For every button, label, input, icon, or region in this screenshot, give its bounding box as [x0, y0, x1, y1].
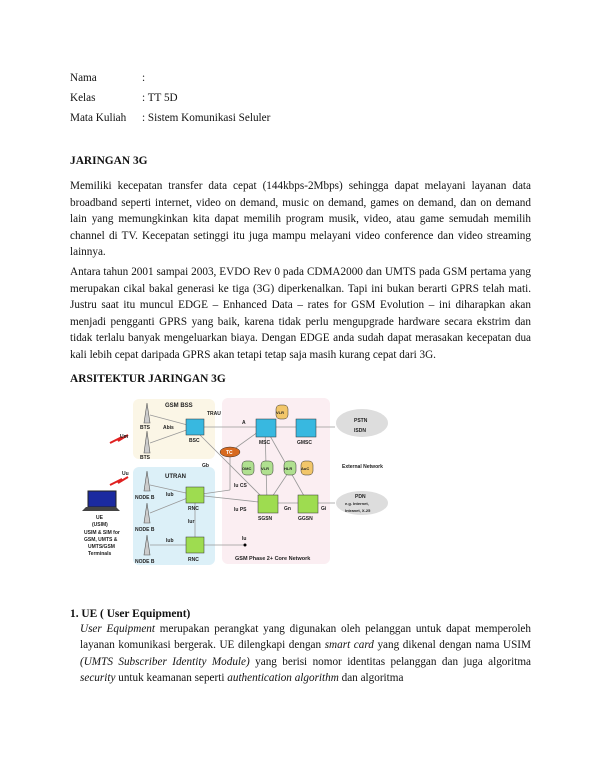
architecture-diagram: GSM BSS UTRAN GSM Phase 2+ Core Network … — [82, 397, 388, 565]
svg-text:Gn: Gn — [284, 506, 291, 512]
svg-text:Iub: Iub — [166, 538, 174, 544]
text-run: untuk keamanan seperti — [115, 672, 228, 685]
italic-term: User Equipment — [80, 622, 155, 635]
svg-text:GSM BSS: GSM BSS — [165, 403, 193, 409]
svg-text:ISDN: ISDN — [354, 428, 366, 434]
svg-text:SGSN: SGSN — [258, 516, 273, 522]
pdn-cloud — [336, 490, 388, 515]
italic-term: smart card — [324, 639, 374, 652]
svg-text:UMTS/GSM: UMTS/GSM — [88, 544, 115, 550]
laptop-icon — [82, 490, 120, 511]
svg-text:BTS: BTS — [140, 425, 151, 431]
paragraph-2: Antara tahun 2001 sampai 2003, EVDO Rev … — [70, 265, 531, 361]
svg-text:OMC: OMC — [242, 466, 251, 471]
svg-text:Iu: Iu — [242, 536, 246, 542]
core-network-area — [222, 397, 330, 564]
svg-text:TRAU: TRAU — [207, 411, 221, 417]
text-run: yang berisi nomor identitas pelanggan da… — [249, 655, 532, 668]
svg-text:Intranet, X-25: Intranet, X-25 — [345, 508, 371, 513]
svg-text:GSM Phase 2+ Core Network: GSM Phase 2+ Core Network — [235, 556, 311, 562]
svg-text:RNC: RNC — [188, 506, 199, 512]
text-run: yang dikenal dengan nama USIM — [373, 639, 531, 652]
svg-text:e.g. Internet,: e.g. Internet, — [345, 501, 369, 506]
text-run: merupakan perangkat yang digunakan oleh … — [80, 622, 531, 652]
msc-node — [255, 418, 277, 437]
svg-text:Gb: Gb — [202, 463, 209, 469]
svg-text:PDN: PDN — [355, 494, 366, 500]
svg-text:Terminals: Terminals — [88, 551, 111, 557]
radio-link-icon — [109, 475, 129, 486]
svg-text:Um: Um — [120, 434, 129, 440]
svg-text:GSM, UMTS &: GSM, UMTS & — [84, 537, 118, 543]
svg-text:RNC: RNC — [188, 557, 199, 563]
paragraph-1: Memiliki kecepatan transfer data cepat (… — [70, 180, 531, 259]
svg-text:NODE B: NODE B — [135, 559, 155, 565]
svg-text:Iu PS: Iu PS — [234, 507, 247, 513]
svg-text:VLR: VLR — [276, 410, 284, 415]
paragraph-ue: User Equipment merupakan perangkat yang … — [80, 621, 531, 687]
sgsn-node — [257, 494, 279, 513]
svg-text:External Network: External Network — [342, 464, 383, 470]
tc-node — [219, 446, 241, 457]
svg-text:AuC: AuC — [301, 466, 309, 471]
svg-text:Iu CS: Iu CS — [234, 483, 247, 489]
vlr-top-node — [275, 404, 289, 419]
header-info: Nama: Kelas: TT 5D Mata Kuliah: Sistem K… — [70, 68, 531, 128]
hlr-node — [283, 460, 297, 475]
vlr-node — [260, 460, 274, 475]
svg-text:Iur: Iur — [188, 519, 194, 525]
text-run: dan algoritma — [338, 672, 404, 685]
svg-text:PSTN: PSTN — [354, 418, 368, 424]
pstn-cloud — [336, 408, 388, 437]
field-nama: Nama: — [70, 72, 146, 84]
svg-text:(USIM): (USIM) — [92, 522, 108, 528]
svg-text:USIM & SIM for: USIM & SIM for — [84, 530, 120, 536]
omc-node — [241, 460, 255, 475]
radio-link-icon — [109, 433, 129, 444]
rnc-node — [185, 536, 205, 553]
document-body: Nama: Kelas: TT 5D Mata Kuliah: Sistem K… — [70, 68, 531, 687]
svg-text:Uu: Uu — [122, 471, 129, 477]
svg-text:Iub: Iub — [166, 492, 174, 498]
heading-jaringan-3g: JARINGAN 3G — [70, 155, 148, 167]
heading-arsitektur: ARSITEKTUR JARINGAN 3G — [70, 372, 226, 385]
svg-text:BSC: BSC — [189, 438, 200, 444]
svg-text:A: A — [242, 420, 246, 426]
svg-text:GMSC: GMSC — [297, 440, 312, 446]
field-mata-kuliah: Mata Kuliah: Sistem Komunikasi Seluler — [70, 112, 271, 124]
svg-text:MSC: MSC — [259, 440, 271, 446]
italic-term: authentication algorithm — [227, 672, 339, 685]
rnc-node — [185, 486, 205, 503]
svg-text:UTRAN: UTRAN — [165, 474, 186, 480]
svg-text:UE: UE — [96, 515, 104, 521]
gmsc-node — [295, 418, 317, 437]
italic-term: (UMTS Subscriber Identity Module) — [80, 655, 250, 668]
svg-text:VLR: VLR — [261, 466, 269, 471]
italic-term: security — [80, 672, 116, 685]
svg-text:NODE B: NODE B — [135, 527, 155, 533]
svg-text:NODE B: NODE B — [135, 495, 155, 501]
svg-text:TC: TC — [226, 450, 233, 456]
gsm-bss-area — [133, 398, 215, 459]
svg-text:HLR: HLR — [284, 466, 292, 471]
svg-text:Abis: Abis — [163, 425, 174, 431]
auc-node — [300, 460, 314, 475]
tower-icons — [143, 402, 151, 555]
svg-text:GGSN: GGSN — [298, 516, 313, 522]
svg-text:BTS: BTS — [140, 455, 151, 461]
field-kelas: Kelas: TT 5D — [70, 92, 178, 104]
ggsn-node — [297, 494, 319, 513]
heading-ue: 1. UE ( User Equipment) — [70, 607, 191, 620]
svg-text:Gi: Gi — [321, 506, 327, 512]
bsc-node — [185, 418, 205, 435]
